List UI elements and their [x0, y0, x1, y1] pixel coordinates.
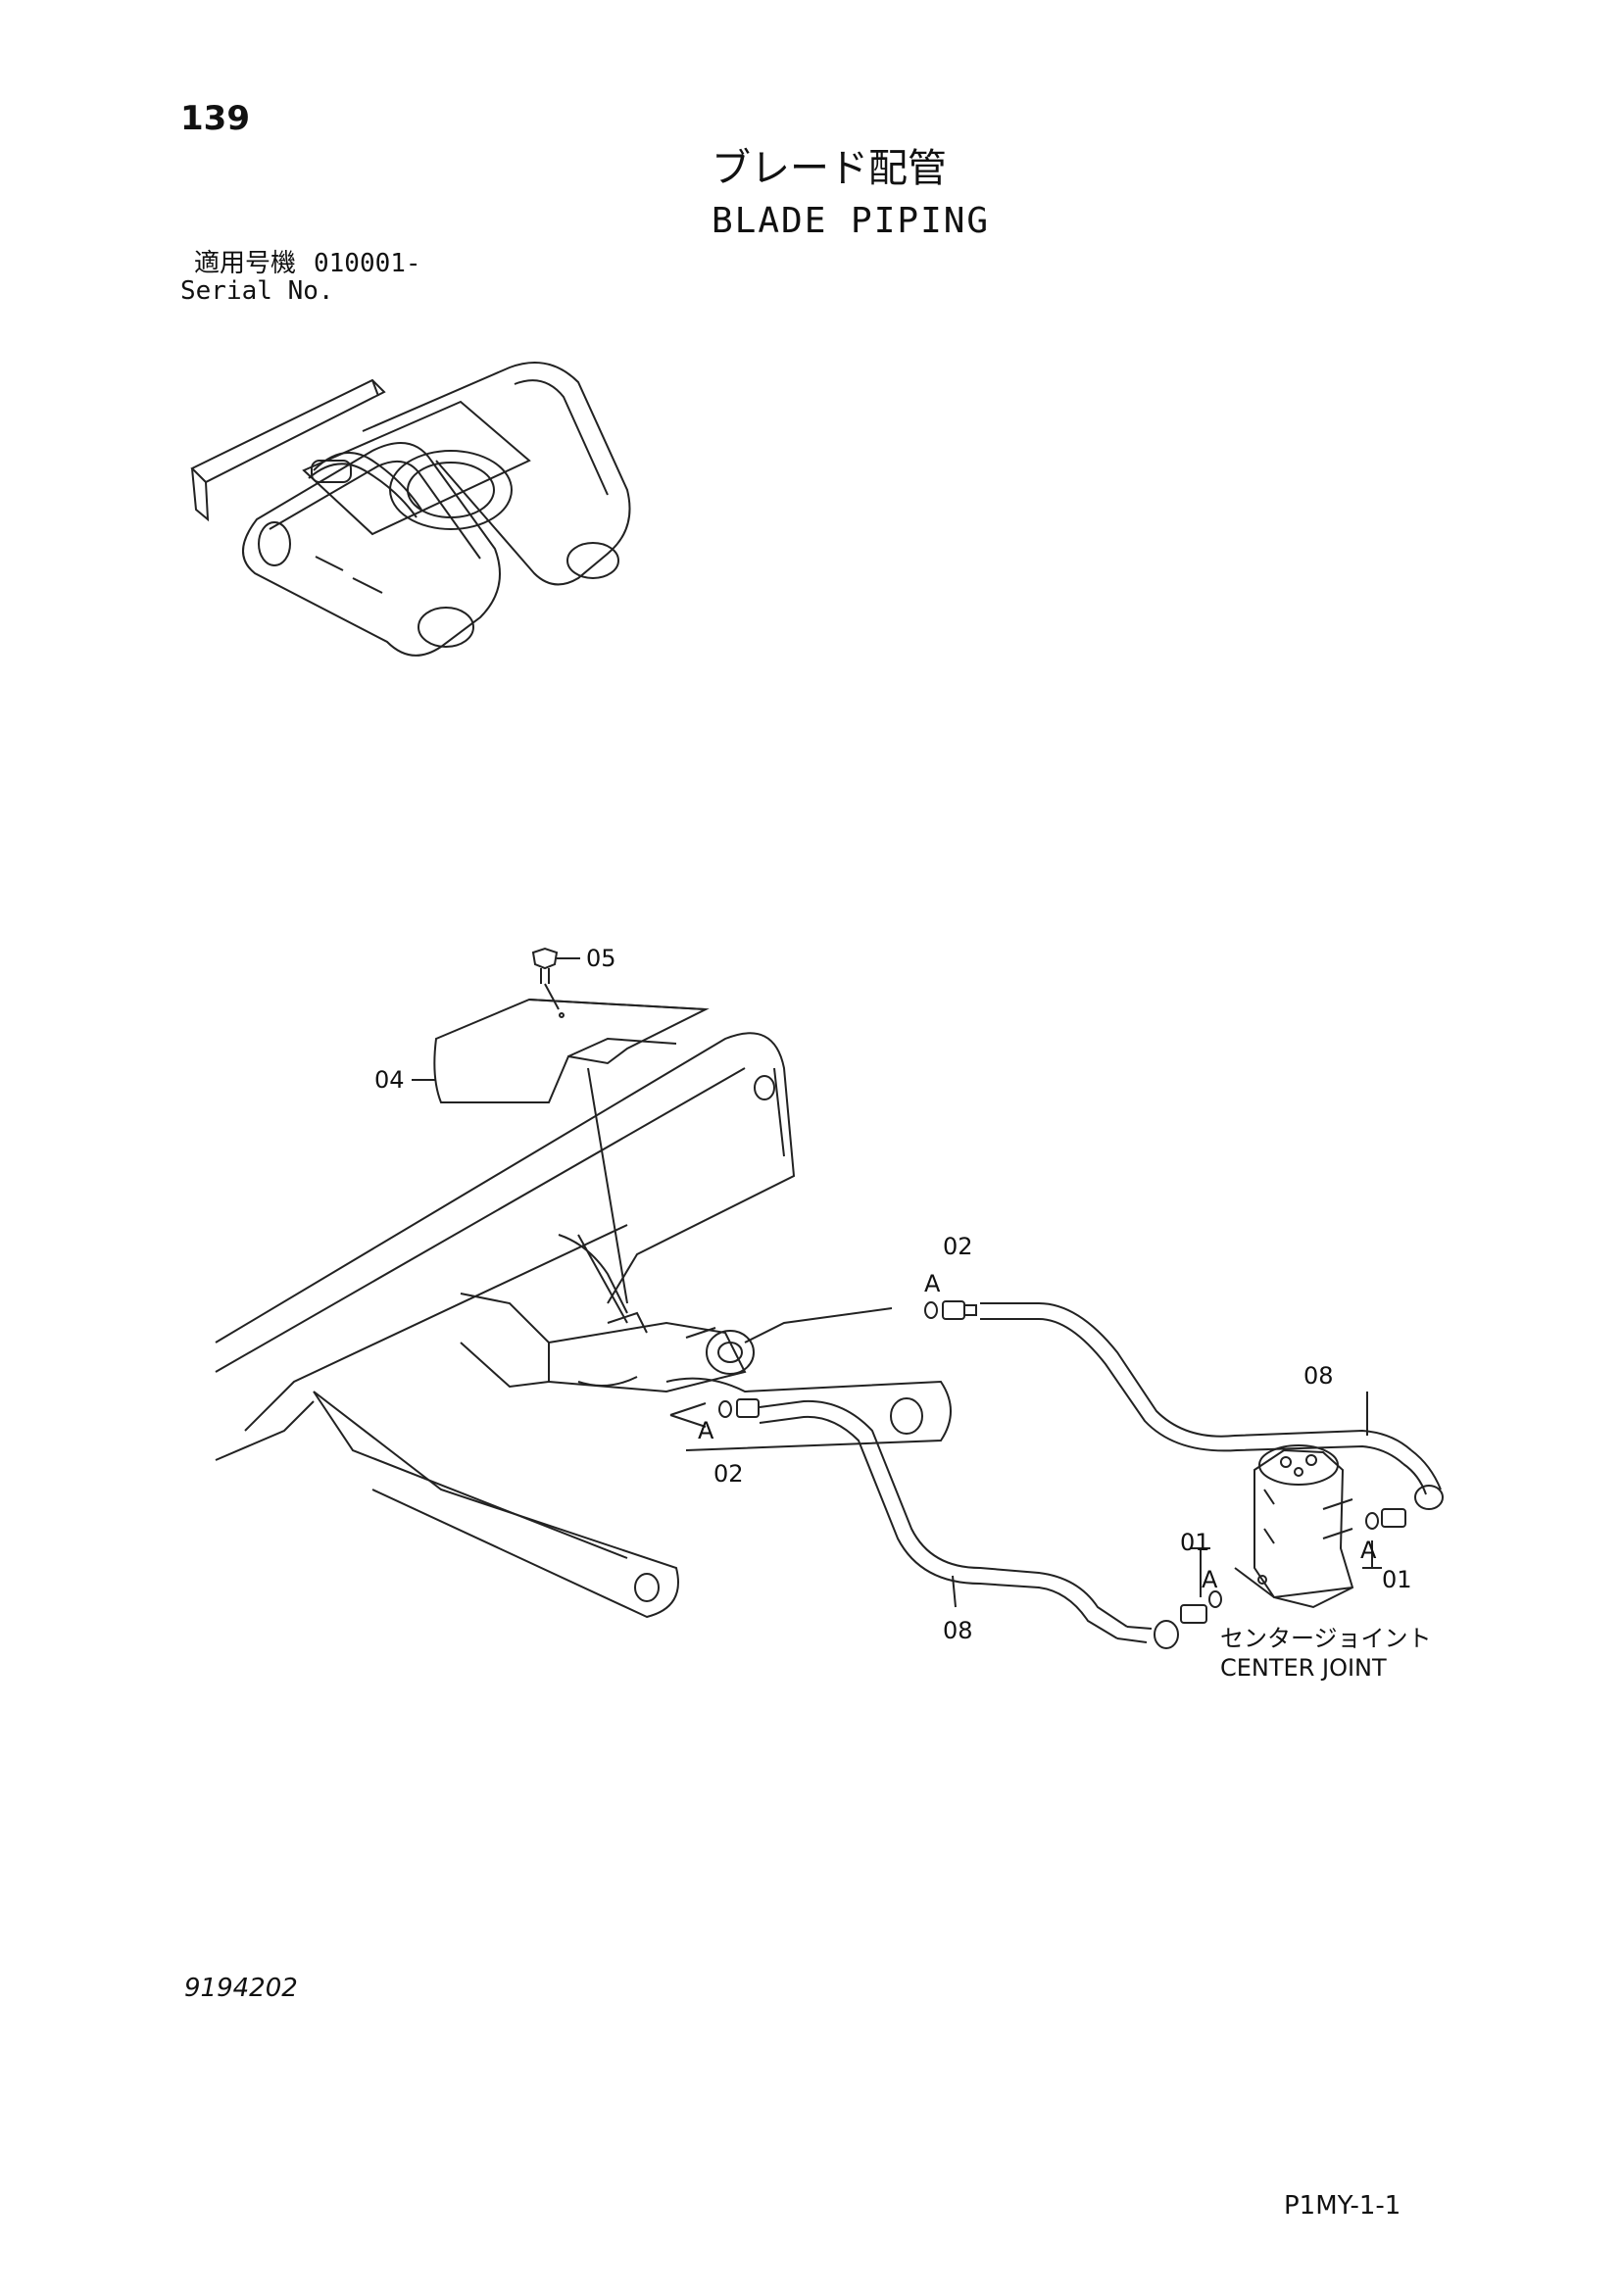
page-title-en: BLADE PIPING — [712, 201, 991, 241]
serial-label-jp: 適用号機 — [194, 249, 297, 278]
callout-02-top: 02 — [943, 1233, 973, 1260]
callout-05: 05 — [586, 945, 616, 972]
cover-04-part — [412, 983, 710, 1103]
callout-02-bottom: 02 — [713, 1460, 744, 1488]
fitting-01-right — [1362, 1508, 1406, 1569]
callout-01-left: 01 — [1180, 1529, 1210, 1556]
callout-a-mid: A — [698, 1417, 714, 1444]
hose-08-lower — [759, 1399, 1179, 1649]
hose-08-upper — [980, 1302, 1444, 1510]
bolt-05-part — [531, 947, 580, 984]
center-joint-label-jp: センタージョイント — [1220, 1625, 1432, 1652]
fitting-02-bottom — [669, 1398, 760, 1428]
fitting-02-top — [924, 1300, 977, 1320]
serial-value: 010001- — [314, 249, 421, 278]
callout-a-top: A — [924, 1270, 941, 1297]
document-number: 9194202 — [184, 1974, 298, 2003]
blade-cylinder — [460, 1067, 893, 1393]
callout-a-right: A — [1360, 1537, 1377, 1564]
callout-08-bottom: 08 — [943, 1617, 973, 1644]
page-code: P1MY-1-1 — [1284, 2191, 1401, 2221]
fitting-01-left — [1180, 1547, 1222, 1624]
callout-08-right: 08 — [1303, 1362, 1334, 1390]
callout-01-right: 01 — [1382, 1566, 1412, 1593]
page-title-jp: ブレード配管 — [712, 146, 947, 191]
callout-04: 04 — [374, 1066, 405, 1094]
center-joint-part — [1234, 1444, 1354, 1609]
blade-arm-frame — [215, 1032, 952, 1619]
page-number: 139 — [180, 99, 250, 138]
serial-label-en: Serial No. — [180, 276, 334, 306]
center-joint-label-en: CENTER JOINT — [1220, 1654, 1387, 1682]
callout-a-left: A — [1202, 1566, 1218, 1593]
